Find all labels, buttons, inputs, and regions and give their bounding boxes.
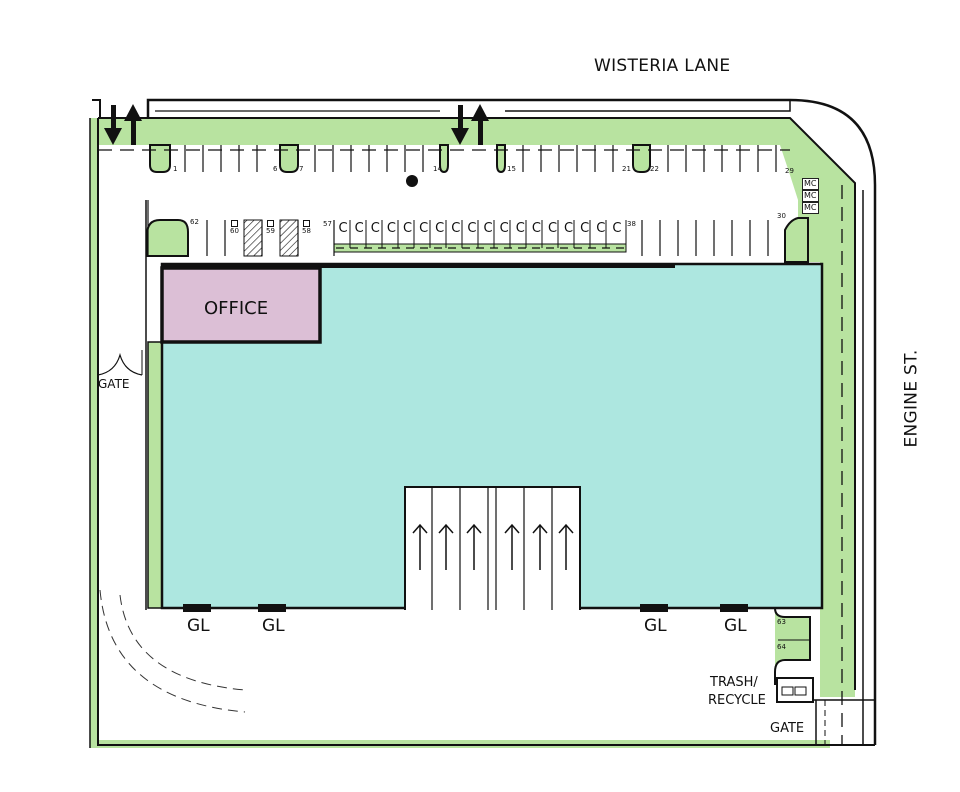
accessible-sign-icon xyxy=(303,220,310,227)
stall-number: 21 xyxy=(622,165,631,173)
stall-number: 29 xyxy=(785,167,794,175)
compact-stall-dividers xyxy=(349,220,627,252)
motorcycle-stalls: MC MC MC xyxy=(802,178,819,214)
compact-stall-label: C xyxy=(483,221,493,236)
compact-stall-label: C xyxy=(354,221,364,236)
compact-stall-label: C xyxy=(386,221,396,236)
compact-stall-label: C xyxy=(564,221,574,236)
driveway-arrow-icons xyxy=(104,104,489,145)
gl-door-label: GL xyxy=(187,616,210,636)
street-label-engine-st: ENGINE ST. xyxy=(901,349,922,448)
gl-door-label: GL xyxy=(262,616,285,636)
compact-stall-label: C xyxy=(612,221,622,236)
stall-number: 38 xyxy=(627,220,636,228)
accessible-aisle xyxy=(279,219,299,257)
north-parking-stalls xyxy=(184,145,777,172)
gl-door-label: GL xyxy=(724,616,747,636)
stall-number: 60 xyxy=(230,227,239,235)
stall-number: 58 xyxy=(302,227,311,235)
stall-number: 59 xyxy=(266,227,275,235)
stall-number: 22 xyxy=(650,165,659,173)
compact-stall-label: C xyxy=(547,221,558,236)
compact-stall-label: C xyxy=(531,221,541,236)
accessible-sign-icon xyxy=(267,220,274,227)
truck-lanes xyxy=(431,487,553,610)
compact-stall-label: C xyxy=(402,221,413,236)
compact-stall-label: C xyxy=(467,221,477,236)
street-label-wisteria-lane: WISTERIA LANE xyxy=(594,56,731,76)
accessible-sign-icon xyxy=(231,220,238,227)
stall-number: 57 xyxy=(323,220,332,228)
trash-label-line2: RECYCLE xyxy=(708,693,766,708)
southeast-gate-label: GATE xyxy=(770,721,805,736)
compact-stall-label: C xyxy=(515,221,525,236)
motorcycle-stall-label: MC xyxy=(802,190,819,202)
dock-arrow-icons xyxy=(412,523,574,570)
stall-number: 1 xyxy=(173,165,178,173)
compact-stall-label: C xyxy=(499,221,509,236)
compact-stall-label: C xyxy=(338,221,348,236)
compact-stall-label: C xyxy=(596,221,606,236)
office xyxy=(160,266,322,344)
landscape-west xyxy=(90,118,98,748)
stall-number: 62 xyxy=(190,218,199,226)
stall-number: 30 xyxy=(777,212,786,220)
accessible-aisle xyxy=(243,219,263,257)
stall-number: 15 xyxy=(507,165,516,173)
office-label: OFFICE xyxy=(204,298,269,319)
compact-stall-label: C xyxy=(435,221,445,236)
stall-number: 63 xyxy=(777,618,786,626)
compact-stall-label: C xyxy=(451,221,461,236)
stall-number: 7 xyxy=(299,165,304,173)
compact-stall-label: C xyxy=(370,221,380,236)
stall-number: 14 xyxy=(433,165,442,173)
compact-stall-label: C xyxy=(580,221,590,236)
trash-label-line1: TRASH/ xyxy=(710,675,758,690)
stall-number: 64 xyxy=(777,643,786,651)
light-pole-icon xyxy=(406,175,418,187)
west-gate-label: GATE xyxy=(98,377,130,391)
gl-door-label: GL xyxy=(644,616,667,636)
motorcycle-stall-label: MC xyxy=(802,178,819,190)
compact-stall-label: C xyxy=(419,221,429,236)
motorcycle-stall-label: MC xyxy=(802,202,819,214)
stall-number: 6 xyxy=(273,165,278,173)
